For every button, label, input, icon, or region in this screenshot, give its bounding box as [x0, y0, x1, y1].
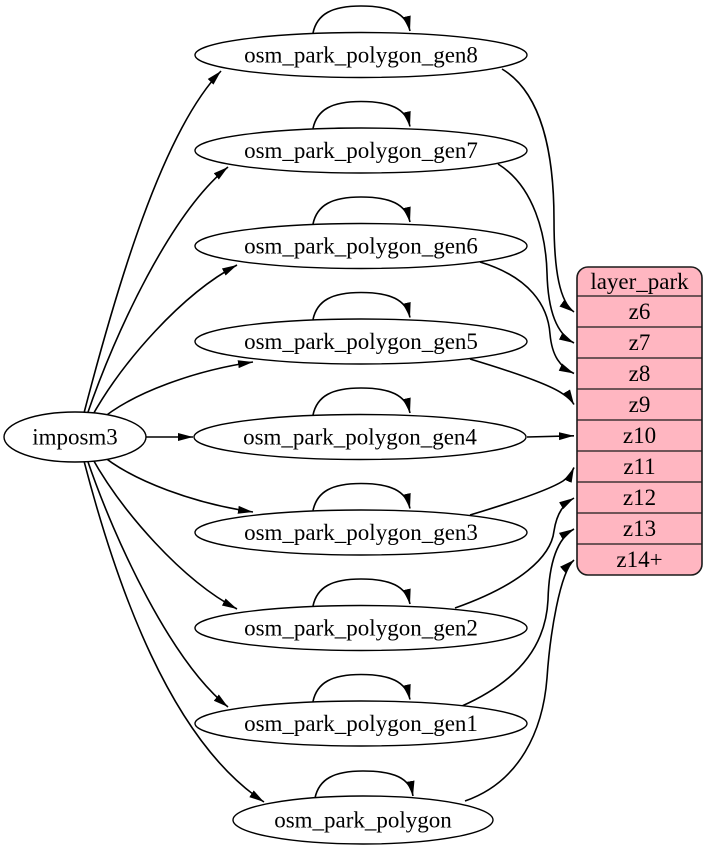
self-loop-gen8 [312, 5, 411, 34]
edge-polygon-to-z14 [464, 559, 575, 802]
layer-park-title: layer_park [590, 269, 689, 294]
node-osm-park-polygon-gen8: osm_park_polygon_gen8 [194, 31, 528, 79]
self-loop-gen4 [312, 387, 411, 416]
node-label: osm_park_polygon_gen3 [244, 520, 478, 545]
layer-row-z14plus: z14+ [616, 547, 662, 572]
edge-gen6-to-z8 [479, 261, 575, 375]
node-ellipse [194, 222, 528, 270]
node-ellipse [194, 700, 528, 747]
node-ellipse [194, 127, 528, 174]
edge-gen2-to-z12 [454, 497, 575, 609]
edge-imposm3-to-gen5 [97, 360, 254, 423]
self-loop-polygon [314, 770, 415, 799]
edge-gen1-to-z13 [461, 528, 575, 707]
node-osm-park-polygon-gen4: osm_park_polygon_gen4 [193, 413, 527, 461]
node-ellipse [194, 31, 528, 79]
layer-row-z13: z13 [623, 516, 656, 541]
node-label: osm_park_polygon_gen4 [243, 425, 477, 450]
self-loop-gen5 [312, 291, 411, 320]
layer-row-z11: z11 [623, 454, 655, 479]
self-loop-gen7 [312, 100, 411, 129]
layer-row-z12: z12 [623, 485, 656, 510]
node-label: osm_park_polygon_gen6 [244, 234, 478, 259]
edge-imposm3-to-gen7 [86, 166, 229, 416]
node-label: osm_park_polygon_gen1 [244, 711, 478, 736]
edge-gen4-to-z10 [526, 432, 575, 441]
node-label: imposm3 [32, 425, 118, 450]
node-label: osm_park_polygon_gen7 [244, 138, 478, 163]
node-imposm3: imposm3 [3, 411, 147, 463]
node-osm-park-polygon-gen2: osm_park_polygon_gen2 [194, 604, 528, 652]
edge-imposm3-to-gen8 [83, 70, 222, 414]
node-osm-park-polygon-gen6: osm_park_polygon_gen6 [194, 222, 528, 270]
self-loop-gen6 [312, 196, 411, 225]
node-label: osm_park_polygon_gen8 [244, 43, 478, 68]
layer-park-box [576, 266, 703, 576]
edge-imposm3-to-gen1 [86, 458, 229, 708]
edge-imposm3-to-gen6 [90, 264, 238, 419]
node-label: osm_park_polygon [274, 808, 452, 833]
layer-row-z8: z8 [629, 361, 651, 386]
node-osm-park-polygon-gen5: osm_park_polygon_gen5 [194, 318, 528, 365]
layer-row-z9: z9 [629, 392, 651, 417]
node-osm-park-polygon-gen1: osm_park_polygon_gen1 [194, 700, 528, 747]
node-label: osm_park_polygon_gen5 [244, 329, 478, 354]
node-ellipse [194, 318, 528, 365]
edge-gen3-to-z11 [469, 467, 575, 516]
edge-imposm3-to-gen3 [97, 451, 254, 514]
self-loop-gen1 [312, 673, 411, 702]
node-ellipse [194, 604, 528, 652]
node-layer-park: layer_park z6 z7 z8 z9 z10 z11 z12 z13 z… [576, 266, 703, 576]
node-osm-park-polygon-gen3: osm_park_polygon_gen3 [194, 509, 528, 556]
self-loop-gen2 [312, 578, 411, 607]
edge-imposm3-to-gen2 [90, 455, 238, 610]
edge-gen8-to-z6 [501, 68, 575, 313]
layer-row-z10: z10 [623, 423, 656, 448]
edge-gen5-to-z9 [469, 358, 575, 405]
layer-row-z6: z6 [629, 299, 651, 324]
layer-row-z7: z7 [629, 330, 651, 355]
node-osm-park-polygon-gen7: osm_park_polygon_gen7 [194, 127, 528, 174]
edge-group [83, 5, 575, 803]
node-ellipse [194, 509, 528, 556]
node-ellipse [193, 413, 527, 461]
node-ellipse [3, 411, 147, 463]
edge-imposm3-to-polygon [83, 460, 265, 803]
node-label: osm_park_polygon_gen2 [244, 616, 478, 641]
node-ellipse [232, 795, 494, 845]
self-loop-gen3 [312, 482, 411, 511]
edge-gen7-to-z7 [497, 163, 575, 344]
node-osm-park-polygon: osm_park_polygon [232, 795, 494, 845]
